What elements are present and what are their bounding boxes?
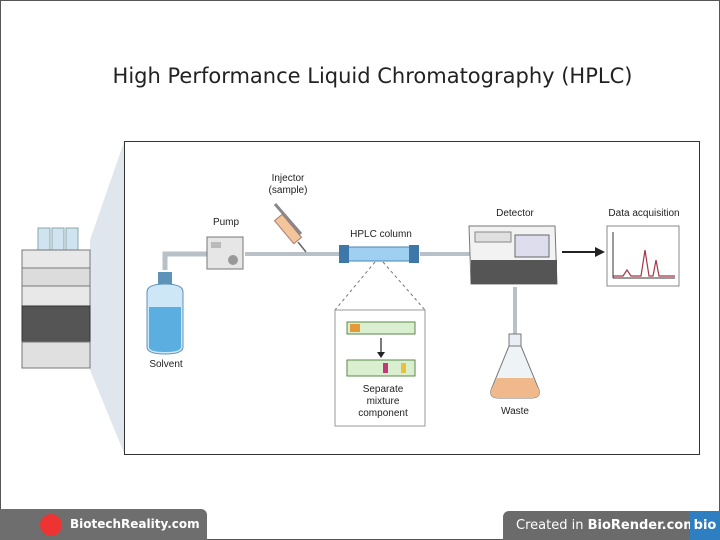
zoom-beam xyxy=(90,142,124,453)
biotechreality-logo-icon xyxy=(40,514,62,536)
solvent-label: Solvent xyxy=(149,359,183,370)
pump-icon xyxy=(206,236,244,270)
column-after-bar xyxy=(346,359,416,377)
waste-label: Waste xyxy=(501,406,529,417)
injector-syringe-icon xyxy=(273,203,307,253)
zoom-line-right xyxy=(382,261,426,311)
page-title: High Performance Liquid Chromatography (… xyxy=(112,64,633,88)
biorender-brand: BioRender.com xyxy=(587,518,697,533)
zoom-line-left xyxy=(334,261,376,311)
biorender-footer[interactable]: Created in BioRender.com bio xyxy=(503,511,720,540)
hplc-column-icon xyxy=(339,245,419,263)
bio-badge: bio xyxy=(690,511,720,540)
hplc-diagram-panel: Injector (sample) Pump HPLC column Detec… xyxy=(124,141,700,455)
detector-icon xyxy=(468,225,558,285)
band-mixed xyxy=(350,324,360,332)
biotechreality-footer[interactable]: BiotechReality.com xyxy=(0,509,207,540)
solvent-bottle-icon xyxy=(146,272,184,355)
pump-label: Pump xyxy=(212,217,240,228)
column-before-bar xyxy=(346,321,416,335)
column-label: HPLC column xyxy=(350,229,412,240)
band-component-magenta xyxy=(383,363,388,373)
created-in-text: Created in xyxy=(516,518,588,533)
detector-label: Detector xyxy=(496,208,534,219)
separate-component-label: Separate mixture component xyxy=(358,384,408,419)
band-component-yellow xyxy=(401,363,406,373)
waste-flask-icon xyxy=(490,333,540,399)
chromatogram-icon xyxy=(606,225,680,287)
data-acquisition-label: Data acquisition xyxy=(608,208,680,219)
solvent-pump-tube xyxy=(162,251,207,270)
hplc-flow-diagram xyxy=(146,203,680,427)
biotechreality-brand: BiotechReality.com xyxy=(70,517,200,531)
injector-label: Injector (sample) xyxy=(268,173,308,196)
